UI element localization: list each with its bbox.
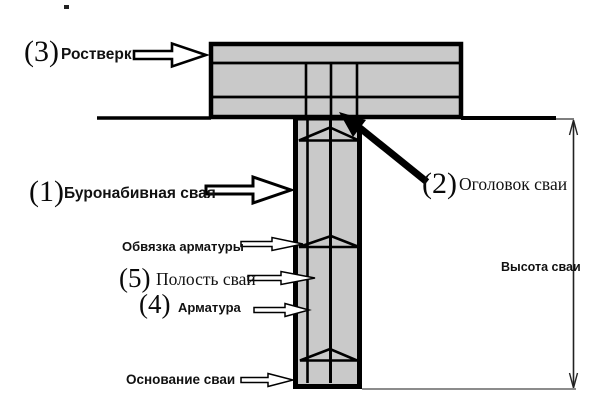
grillage-number-label: (3) <box>24 35 59 68</box>
rebar-number-label: (4) <box>139 289 170 319</box>
pile-arrow <box>204 174 296 206</box>
dimension-arrowhead-bottom <box>568 372 579 389</box>
pile-height-label: Высота сваи <box>501 260 581 274</box>
rebar-binding-label: Обвязка арматуры <box>122 239 244 254</box>
pile-cavity-number-label: (5) <box>119 263 150 293</box>
pile-number-label: (1) <box>29 175 64 208</box>
pile-cavity-label: Полость сваи <box>156 269 256 289</box>
pile-head-label: Оголовок сваи <box>459 174 567 194</box>
pile-body <box>293 115 362 389</box>
grillage-label: Ростверк <box>61 46 132 63</box>
stirrup-triangle-top <box>298 126 360 142</box>
pile-head-number-label: (2) <box>422 167 457 200</box>
pile-label: Буронабивная свая <box>64 185 216 202</box>
pile-head-arrow-head <box>339 112 366 137</box>
grillage-arrow <box>132 41 211 69</box>
dimension-arrowhead-top <box>568 119 579 136</box>
stirrup-triangle-bottom <box>299 347 358 362</box>
pile-cavity-arrow <box>247 270 316 286</box>
rebar-binding-arrow <box>240 236 304 252</box>
pile-head-arrow-shaft <box>357 125 430 185</box>
grillage-block <box>208 41 464 120</box>
rebar-arrow <box>253 302 312 318</box>
image-speck <box>64 5 69 9</box>
pile-base-arrow <box>240 372 296 388</box>
rebar-label: Арматура <box>178 300 242 315</box>
pile-base-label: Основание сваи <box>126 372 235 387</box>
stirrup-triangle-middle <box>298 234 360 249</box>
